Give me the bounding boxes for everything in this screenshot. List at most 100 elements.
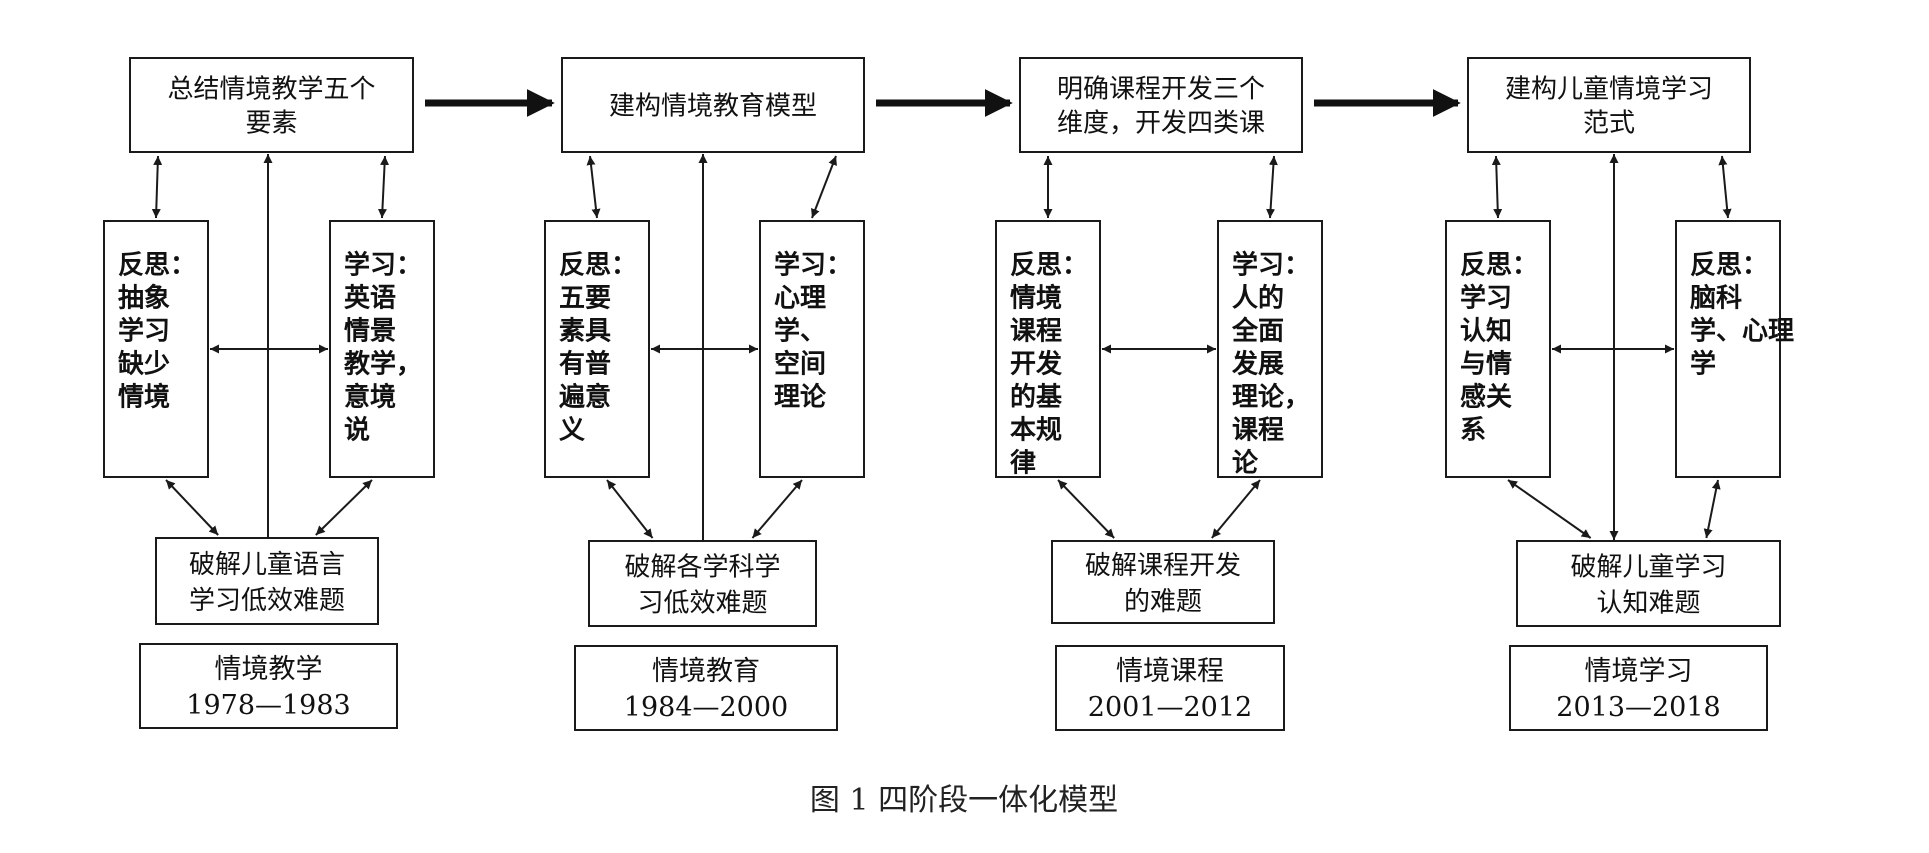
learning-box-text: 心理	[774, 283, 826, 313]
figure-caption: 图 1 四阶段一体化模型	[810, 783, 1118, 818]
learning-box-text: 意境	[344, 381, 396, 412]
stage-3: 明确课程开发三个维度，开发四类课反思：情境课程开发的基本规律学习：人的全面发展理…	[995, 57, 1323, 731]
reflection-box-text: 学习	[118, 315, 170, 346]
learning-box-text: 论	[1232, 448, 1259, 478]
stage-label-box	[1509, 645, 1768, 731]
reflection-box-text: 课程	[1010, 316, 1062, 346]
reflection-box-text: 反思：	[1010, 250, 1088, 280]
learning-problem-connector	[1211, 479, 1261, 539]
reflection-box-text: 感关	[1460, 382, 1512, 412]
stage-2: 建构情境教育模型反思：五要素具有普遍意义学习：心理学、空间理论破解各学科学习低效…	[544, 57, 865, 731]
reflection-box-text: 认知	[1460, 316, 1512, 346]
reflection-box-text: 缺少	[118, 349, 170, 379]
stage-label-box-text: 1978—1983	[186, 690, 350, 721]
problem-box-text: 的难题	[1124, 587, 1202, 617]
reflection-box-text: 与情	[1460, 349, 1512, 379]
reflection-box-text: 的基	[1010, 381, 1063, 412]
problem-box-text: 破解儿童学习	[1570, 553, 1726, 583]
reflection-box-text: 本规	[1010, 415, 1062, 445]
reflection-problem-connector	[1507, 479, 1592, 539]
problem-box-text: 破解儿童语言	[189, 550, 345, 580]
learning-connector	[377, 155, 390, 219]
learning-box-text: 说	[344, 415, 370, 445]
reflection-box-text: 情境	[1010, 282, 1062, 313]
stage-goal-box	[129, 57, 414, 153]
reflection-box-text: 遍意	[559, 381, 611, 412]
reflection-box-text: 义	[559, 415, 585, 445]
stages: 总结情境教学五个要素反思：抽象学习缺少情境学习：英语情景教学，意境说破解儿童语言…	[103, 57, 1794, 731]
learning-box-text: 学、心理	[1690, 315, 1794, 346]
reflection-box-text: 反思：	[559, 250, 637, 280]
stage-goal-box-text: 建构情境教育模型	[609, 92, 817, 122]
stage-label-box	[574, 645, 838, 731]
stage-goal-box	[1019, 57, 1303, 153]
learning-connector	[1266, 155, 1278, 219]
problem-box-text: 破解课程开发	[1085, 551, 1241, 581]
problem-box-text: 认知难题	[1596, 589, 1700, 619]
learning-box-text: 脑科	[1690, 283, 1742, 313]
learning-box	[1217, 220, 1323, 478]
learning-problem-connector	[315, 479, 373, 536]
problem-box	[588, 540, 817, 627]
learning-box-text: 课程	[1232, 415, 1284, 445]
learning-problem-connector	[1703, 479, 1721, 539]
stage-goal-box-text: 范式	[1583, 109, 1635, 139]
reflection-box	[1445, 220, 1551, 478]
learning-box-text: 理论，	[1232, 382, 1310, 412]
stage-goal-box	[561, 57, 865, 153]
stage-label-box-text: 1984—2000	[624, 692, 788, 723]
problem-box	[1516, 540, 1781, 627]
reflection-problem-connector	[165, 479, 219, 536]
reflection-box	[995, 220, 1101, 478]
learning-box-text: 英语	[344, 283, 396, 313]
problem-box	[155, 537, 379, 625]
reflection-box-text: 素具	[559, 316, 611, 346]
reflection-box-text: 反思：	[118, 250, 196, 280]
reflection-connector	[151, 155, 163, 219]
reflection-problem-connector	[606, 479, 654, 539]
stage-goal-box-text: 总结情境教学五个	[167, 75, 375, 105]
learning-box-text: 反思：	[1690, 250, 1768, 280]
learning-box-text: 情景	[344, 316, 396, 346]
stage-label-box-text: 2001—2012	[1088, 692, 1252, 723]
reflection-box-text: 开发	[1010, 348, 1062, 379]
learning-box-text: 学习：	[774, 249, 852, 280]
reflection-box-text: 有普	[559, 348, 611, 379]
learning-box-text: 学	[1690, 348, 1716, 379]
learning-connector	[811, 155, 837, 219]
learning-box-text: 学习：	[1232, 249, 1310, 280]
stage-label-box-text: 2013—2018	[1556, 692, 1720, 723]
learning-box	[1675, 220, 1781, 478]
learning-box-text: 学习：	[344, 249, 422, 280]
reflection-box-text: 律	[1010, 448, 1036, 478]
stage-goal-box	[1467, 57, 1751, 153]
stage-label-box-text: 情境学习	[1585, 656, 1693, 687]
learning-box	[759, 220, 865, 478]
reflection-box-text: 情境	[118, 381, 170, 412]
stage-goal-box-text: 要素	[245, 109, 297, 139]
reflection-connector	[586, 155, 601, 219]
problem-box-text: 学习低效难题	[189, 586, 345, 616]
stage-label-box-text: 情境教育	[652, 656, 760, 687]
stage-goal-box-text: 维度，开发四类课	[1057, 109, 1265, 139]
learning-connector	[1718, 155, 1732, 219]
learning-problem-connector	[751, 479, 803, 539]
learning-box	[329, 220, 435, 478]
reflection-box	[103, 220, 209, 478]
reflection-box-text: 抽象	[118, 282, 170, 313]
problem-box-text: 习低效难题	[637, 589, 767, 619]
learning-box-text: 空间	[774, 348, 826, 379]
learning-box-text: 教学，	[344, 348, 422, 379]
reflection-connector	[1491, 155, 1503, 219]
reflection-box-text: 反思：	[1460, 250, 1538, 280]
reflection-box	[544, 220, 650, 478]
learning-box-text: 学、	[774, 315, 826, 346]
learning-box-text: 发展	[1231, 348, 1284, 379]
stage-label-box	[1055, 645, 1285, 731]
reflection-box-text: 五要	[559, 283, 611, 313]
learning-box-text: 人的	[1232, 282, 1284, 313]
reflection-box-text: 系	[1460, 415, 1486, 445]
stage-label-box	[139, 643, 398, 729]
